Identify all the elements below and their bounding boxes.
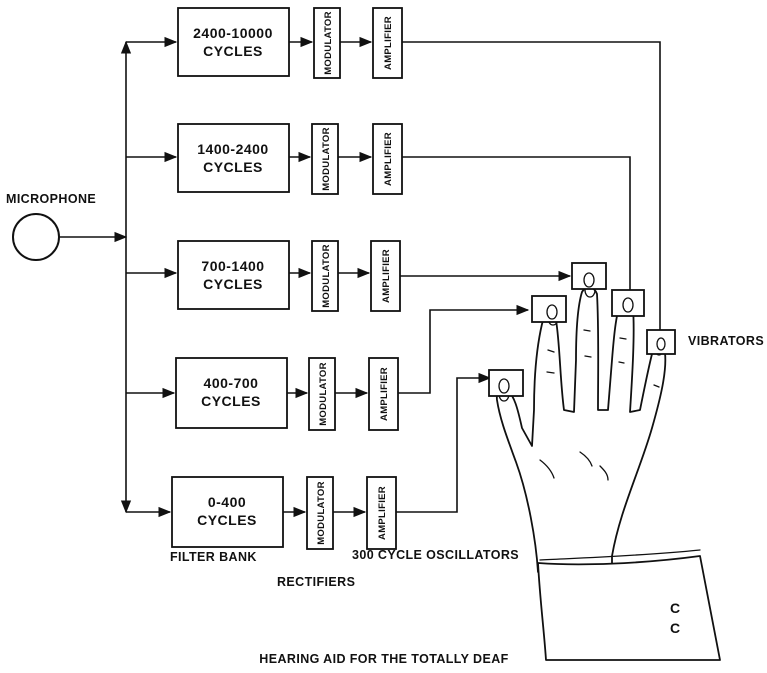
amplifier-label: AMPLIFIER xyxy=(379,367,390,421)
output-wire xyxy=(402,42,660,330)
channel-row: 700-1400 CYCLES MODULATOR AMPLIFIER xyxy=(126,241,570,311)
svg-text:C: C xyxy=(670,600,680,616)
amplifier-label: AMPLIFIER xyxy=(383,16,394,70)
microphone-label: MICROPHONE xyxy=(6,192,96,206)
output-wire xyxy=(396,378,490,512)
vibrator-pad xyxy=(572,263,606,289)
oscillators-label: 300 CYCLE OSCILLATORS xyxy=(352,548,519,562)
vibrators-label: VIBRATORS xyxy=(688,334,764,348)
filter-range: 400-700 xyxy=(204,375,259,391)
filter-unit: CYCLES xyxy=(201,393,261,409)
rectifiers-label: RECTIFIERS xyxy=(277,575,355,589)
amplifier-label: AMPLIFIER xyxy=(383,132,394,186)
modulator-label: MODULATOR xyxy=(316,481,327,545)
hand-illustration: C C xyxy=(489,263,720,660)
amplifier-label: AMPLIFIER xyxy=(377,486,388,540)
svg-text:C: C xyxy=(670,620,680,636)
filter-box xyxy=(178,8,289,76)
caption: HEARING AID FOR THE TOTALLY DEAF xyxy=(259,652,508,666)
filter-box xyxy=(178,124,289,192)
channel-row: 400-700 CYCLES MODULATOR AMPLIFIER xyxy=(126,310,528,430)
modulator-label: MODULATOR xyxy=(323,11,334,75)
filter-unit: CYCLES xyxy=(203,43,263,59)
filter-bank-label: FILTER BANK xyxy=(170,550,257,564)
modulator-label: MODULATOR xyxy=(321,244,332,308)
amplifier-label: AMPLIFIER xyxy=(381,249,392,303)
microphone-icon xyxy=(13,214,59,260)
modulator-label: MODULATOR xyxy=(321,127,332,191)
modulator-label: MODULATOR xyxy=(318,362,329,426)
filter-range: 1400-2400 xyxy=(197,141,268,157)
filter-unit: CYCLES xyxy=(203,276,263,292)
filter-unit: CYCLES xyxy=(197,512,257,528)
hand-outline xyxy=(497,287,665,572)
filter-range: 700-1400 xyxy=(201,258,264,274)
filter-unit: CYCLES xyxy=(203,159,263,175)
filter-range: 0-400 xyxy=(208,494,246,510)
filter-box xyxy=(178,241,289,309)
filter-range: 2400-10000 xyxy=(193,25,273,41)
sleeve xyxy=(538,556,720,660)
